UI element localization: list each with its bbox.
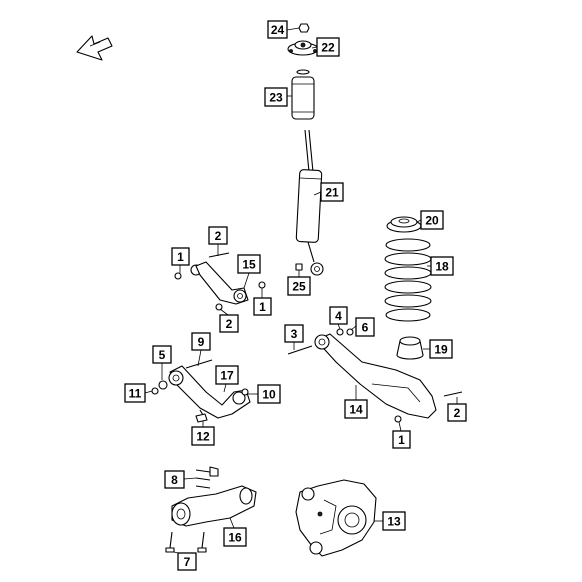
trailing-arm-part-14: [287, 328, 463, 423]
upper-mount-part-22: [287, 40, 319, 56]
lower-arm-part-17: [151, 359, 251, 423]
callout-21: 21: [320, 182, 344, 202]
callout-label: 23: [269, 91, 283, 105]
callout-16: 16: [223, 527, 247, 547]
callout-label: 12: [196, 430, 210, 444]
callout-23: 23: [264, 87, 288, 107]
bolt-part-25: [295, 263, 303, 271]
callout-6: 6: [355, 317, 375, 337]
callout-label: 18: [435, 260, 449, 274]
callout-label: 22: [321, 41, 335, 55]
lateral-link-part-16: [171, 485, 257, 527]
nut-part-24: [298, 23, 310, 33]
callout-label: 7: [184, 555, 191, 569]
callout-label: 16: [228, 531, 242, 545]
callout-label: 8: [171, 473, 178, 487]
callout-13: 13: [382, 511, 406, 531]
callout-7: 7: [177, 552, 197, 571]
callout-2-upper: 2: [208, 226, 228, 245]
bolts-part-8: [195, 466, 219, 489]
callout-2-right: 2: [447, 403, 467, 422]
callout-14: 14: [344, 399, 368, 419]
callout-label: 5: [159, 348, 166, 362]
shock-absorber-part-21: [295, 129, 324, 276]
callout-25: 25: [287, 276, 311, 296]
leader-lines: [144, 27, 458, 556]
callout-label: 6: [362, 321, 369, 335]
bolts-part-7: [165, 531, 207, 553]
callout-label: 1: [398, 433, 405, 447]
coil-spring-part-18: [384, 238, 432, 322]
callout-label: 9: [198, 335, 205, 349]
callout-19: 19: [429, 339, 453, 359]
callout-15: 15: [237, 254, 261, 274]
callout-label: 1: [177, 250, 184, 264]
callout-9: 9: [191, 332, 211, 351]
callout-8: 8: [164, 470, 185, 489]
upper-arm-part-15: [174, 252, 266, 311]
callout-label: 3: [291, 327, 298, 341]
callout-label: 15: [242, 258, 256, 272]
callout-12: 12: [191, 426, 215, 446]
callout-4: 4: [329, 306, 348, 325]
callout-label: 14: [349, 403, 363, 417]
callout-17: 17: [215, 365, 239, 385]
callout-3: 3: [284, 324, 304, 343]
callout-label: 25: [292, 280, 306, 294]
callout-11: 11: [124, 383, 146, 403]
callout-label: 17: [220, 369, 234, 383]
knuckle-part-13: [295, 479, 377, 557]
callout-10: 10: [257, 384, 281, 404]
callout-label: 11: [129, 387, 142, 401]
callout-1-lower: 1: [392, 430, 411, 449]
callout-2-upper-lower: 2: [219, 314, 239, 333]
callout-label: 24: [271, 23, 285, 37]
callout-label: 2: [215, 229, 222, 243]
callout-24: 24: [267, 20, 288, 39]
callout-label: 2: [454, 406, 461, 420]
spring-isolator-part-20: [386, 216, 422, 233]
callout-label: 21: [325, 186, 339, 200]
jounce-bumper-part-19: [396, 336, 424, 360]
callout-20: 20: [420, 210, 444, 230]
callout-5: 5: [152, 345, 172, 364]
callout-label: 4: [335, 309, 342, 323]
front-direction-arrow-icon: [76, 35, 113, 61]
callout-label: 2: [226, 317, 233, 331]
callout-label: 1: [259, 300, 266, 314]
callout-1-upper-left: 1: [171, 247, 190, 266]
callout-label: 20: [425, 214, 439, 228]
callout-18: 18: [430, 256, 454, 276]
callout-label: 13: [387, 515, 401, 529]
dust-boot-part-23: [291, 69, 315, 120]
callout-label: 10: [262, 388, 276, 402]
callout-label: 19: [434, 343, 448, 357]
callout-1-upper-right: 1: [253, 297, 272, 316]
callout-22: 22: [316, 37, 340, 57]
